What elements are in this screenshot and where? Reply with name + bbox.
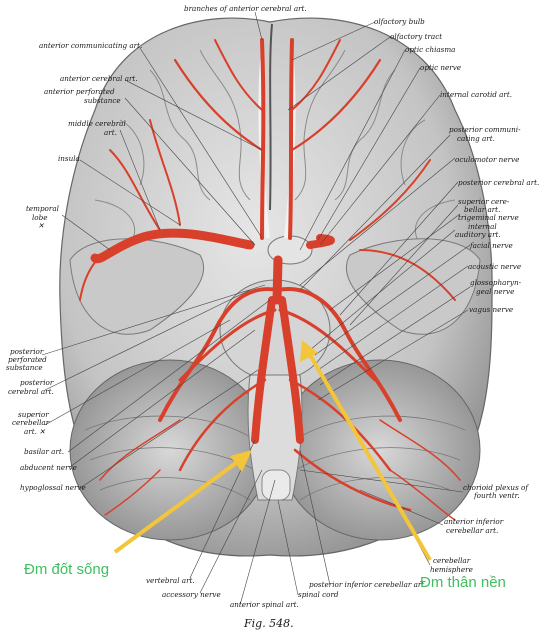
label-anterior-cerebral: anterior cerebral art.	[60, 74, 138, 83]
label-anterior-communicating: anterior communicating art.	[39, 41, 143, 50]
label-superior-cerebellar-left-1: superior	[18, 410, 49, 419]
label-internal-carotid: internal carotid art.	[440, 90, 513, 99]
label-posterior-perforated-1: posterior	[10, 347, 44, 356]
label-branches-anterior-cerebral: branches of anterior cerebral art.	[184, 4, 307, 13]
label-optic-chiasma: optic chiasma	[405, 45, 456, 54]
label-posterior-communicating-1: posterior communi-	[449, 125, 521, 134]
label-optic-nerve: optic nerve	[420, 63, 462, 72]
label-cerebellar-hemisphere-1: cerebellar	[433, 556, 471, 565]
label-accessory-nerve: accessory nerve	[162, 590, 221, 599]
label-posterior-cerebral-left-1: posterior	[20, 378, 54, 387]
label-cerebellar-hemisphere-2: hemisphere	[430, 565, 473, 574]
label-temporal-lobe-2: lobe	[32, 213, 48, 222]
annotation-arrows	[113, 340, 432, 562]
label-posterior-cerebral-left-2: cerebral art.	[8, 387, 54, 396]
figure-caption: Fig. 548.	[244, 617, 294, 630]
annotation-vertebral-vn: Đm đốt sống	[24, 561, 110, 578]
label-abducent-nerve: abducent nerve	[20, 463, 77, 472]
label-insula: insula	[58, 154, 80, 163]
label-internal-auditory-2: auditory art.	[455, 230, 501, 239]
label-superior-cerebellar-left-2: cerebellar	[12, 418, 50, 427]
label-choroid-plexus-2: fourth ventr.	[474, 491, 520, 500]
label-anterior-perforated-1: anterior perforated	[44, 87, 115, 96]
label-spinal-cord: spinal cord	[298, 590, 339, 599]
label-trigeminal-nerve: trigeminal nerve	[458, 213, 519, 222]
label-superior-cerebellar-left-3: art. ✕	[24, 427, 46, 436]
label-posterior-perforated-2: perforated	[8, 355, 47, 364]
label-anterior-inferior-cerebellar-1: anterior inferior	[444, 517, 504, 526]
label-glossopharyngeal-2: geal nerve	[476, 287, 515, 296]
label-superior-cerebellar-right-2: bellar art.	[464, 205, 501, 214]
label-posterior-perforated-3: substance	[6, 363, 43, 372]
label-olfactory-bulb: olfactory bulb	[374, 17, 425, 26]
label-olfactory-tract: olfactory tract	[390, 32, 443, 41]
label-anterior-inferior-cerebellar-2: cerebellar art.	[446, 526, 499, 535]
label-posterior-inferior-cerebellar: posterior inferior cerebellar art.	[309, 580, 427, 589]
label-acoustic-nerve: acoustic nerve	[468, 262, 522, 271]
label-basilar: basilar art.	[24, 447, 65, 456]
label-temporal-lobe-3: ✕	[38, 221, 45, 230]
label-internal-auditory-1: internal	[468, 222, 497, 231]
label-posterior-cerebral-right: posterior cerebral art.	[458, 178, 540, 187]
label-posterior-communicating-2: cating art.	[457, 134, 495, 143]
label-glossopharyngeal-1: glossopharyn-	[470, 278, 522, 287]
leader-lines	[41, 11, 471, 606]
label-hypoglossal-nerve: hypoglossal nerve	[20, 483, 86, 492]
annotation-basilar-vn: Đm thân nền	[420, 574, 506, 591]
label-anterior-spinal: anterior spinal art.	[230, 600, 299, 609]
label-anterior-perforated-2: substance	[84, 96, 121, 105]
label-facial-nerve: facial nerve	[470, 241, 513, 250]
label-vagus-nerve: vagus nerve	[469, 305, 514, 314]
label-vertebral: vertebral art.	[146, 576, 195, 585]
label-oculomotor-nerve: oculomotor nerve	[455, 155, 520, 164]
label-choroid-plexus-1: chorioid plexus of	[463, 483, 529, 492]
label-temporal-lobe-1: temporal	[26, 204, 59, 213]
arteries	[79, 38, 461, 521]
label-middle-cerebral-1: middle cerebral	[68, 119, 126, 128]
label-superior-cerebellar-right-1: superior cere-	[458, 197, 510, 206]
label-middle-cerebral-2: art.	[104, 128, 117, 137]
